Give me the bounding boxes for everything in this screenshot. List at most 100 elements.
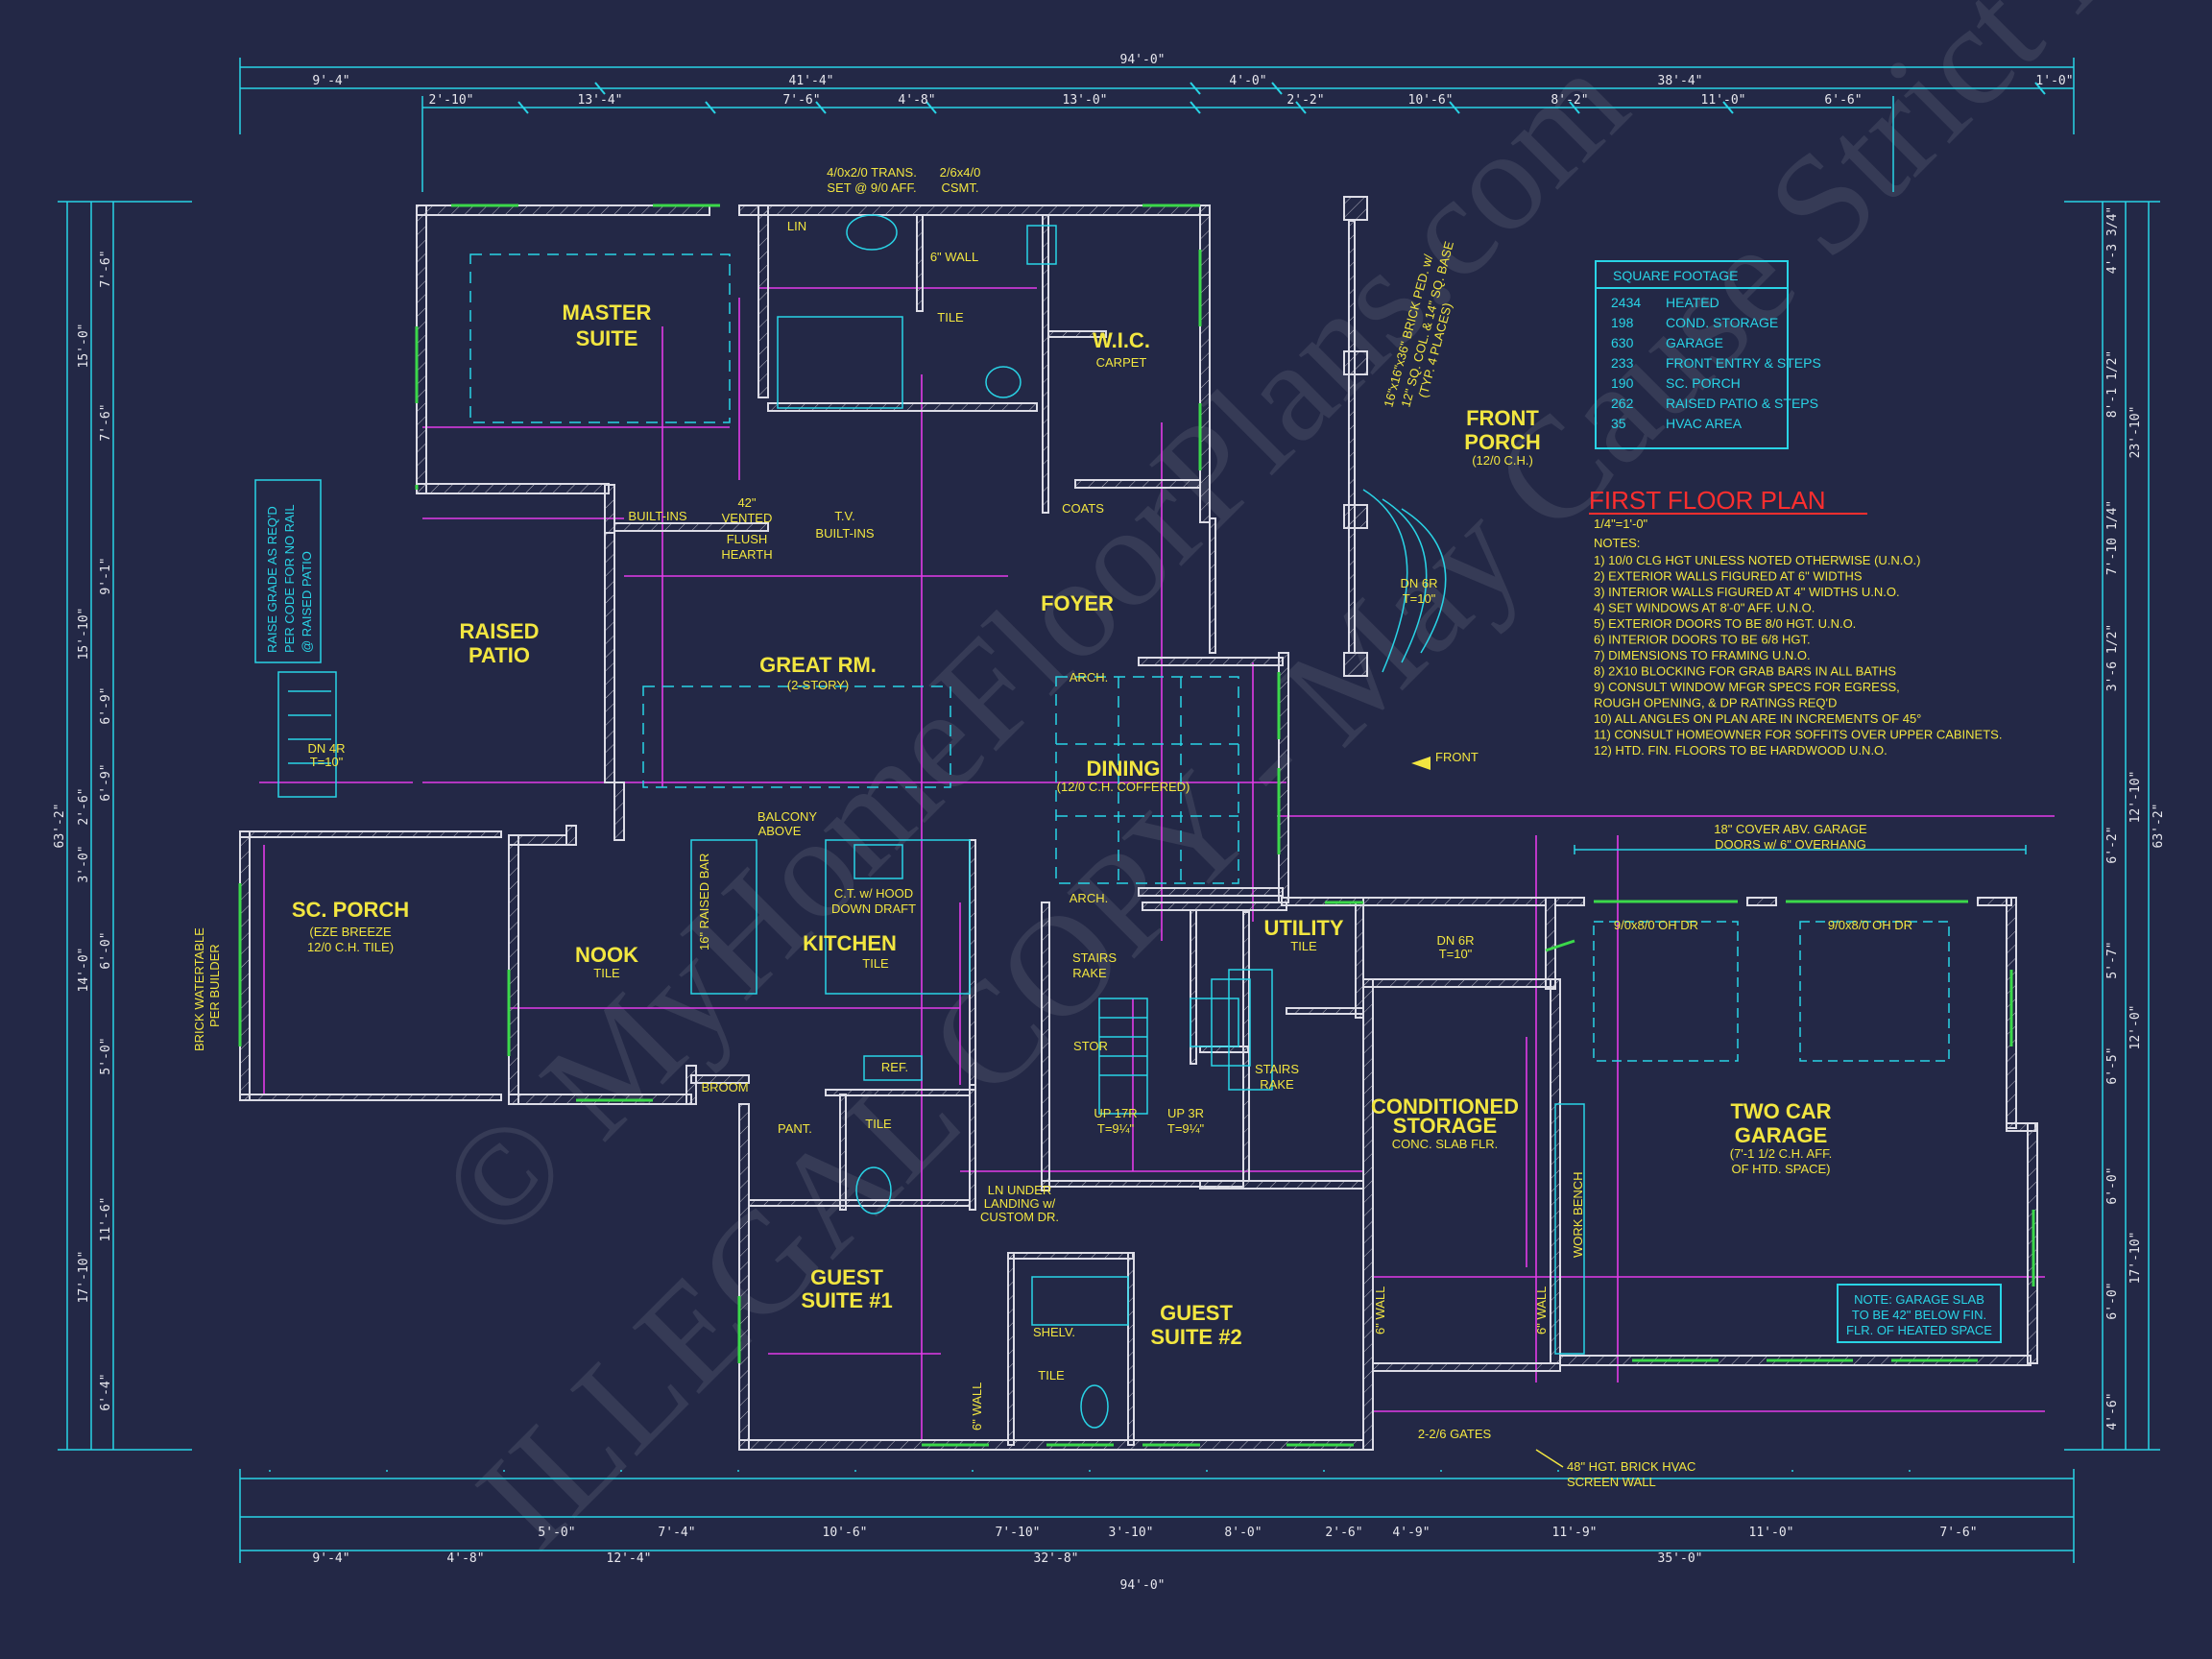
callout-work-bench: WORK BENCH bbox=[1571, 1171, 1585, 1258]
dim-left-3-8: 6'-4" bbox=[99, 1373, 113, 1410]
room-kitchen: KITCHEN bbox=[803, 931, 897, 955]
room-cond-storage-sub: CONC. SLAB FLR. bbox=[1392, 1137, 1499, 1151]
dim-right-3-2: 7'-10 1/4" bbox=[2105, 500, 2120, 575]
room-garage-sub-1: (7'-1 1/2 C.H. AFF. bbox=[1730, 1146, 1833, 1161]
dim-left-3-2: 9'-1" bbox=[99, 557, 113, 594]
dim-top-2-3: 38'-4" bbox=[1658, 74, 1703, 88]
callout-dn6r-util-2: T=10" bbox=[1439, 947, 1473, 961]
dim-bot-3-3: 7'-10" bbox=[996, 1526, 1041, 1540]
room-sc-porch: SC. PORCH bbox=[292, 898, 409, 922]
dim-bot-3-7: 4'-9" bbox=[1392, 1526, 1430, 1540]
callout-6-wall-a: 6" WALL bbox=[1373, 1286, 1387, 1334]
callout-fireplace-2: VENTED bbox=[722, 511, 773, 525]
callout-brick-hvac-2: SCREEN WALL bbox=[1567, 1475, 1656, 1489]
callout-garage-cover-1: 18" COVER ABV. GARAGE bbox=[1714, 822, 1867, 836]
dim-right-3-6: 6'-5" bbox=[2105, 1046, 2120, 1084]
dim-right-2-3: 17'-10" bbox=[2128, 1232, 2143, 1285]
callout-oh-dr-1: 9/0x8/0 OH DR bbox=[1614, 918, 1698, 932]
dim-bot-2-0: 9'-4" bbox=[312, 1551, 349, 1566]
dim-top-3-9: 6'-6" bbox=[1824, 93, 1862, 108]
dim-bot-3-10: 7'-6" bbox=[1939, 1526, 1977, 1540]
room-front-porch-2: PORCH bbox=[1464, 430, 1540, 454]
callout-oh-dr-2: 9/0x8/0 OH DR bbox=[1828, 918, 1912, 932]
dim-left-2-0: 15'-0" bbox=[77, 324, 91, 369]
room-nook: NOOK bbox=[575, 943, 638, 967]
dim-top-3-2: 7'-6" bbox=[782, 93, 820, 108]
dim-left-3-6: 5'-0" bbox=[99, 1037, 113, 1074]
note-item: 1) 10/0 CLG HGT UNLESS NOTED OTHERWISE (… bbox=[1594, 553, 1920, 567]
room-sc-porch-sub-1: (EZE BREEZE bbox=[309, 925, 392, 939]
dim-right-3-5: 5'-7" bbox=[2105, 941, 2120, 978]
fixtures bbox=[277, 214, 2027, 1429]
callout-up17-1: UP 17R bbox=[1094, 1106, 1137, 1120]
callout-dn6r-2: T=10" bbox=[1403, 591, 1436, 606]
callout-fireplace-3: FLUSH bbox=[727, 532, 768, 546]
note-item: ROUGH OPENING, & DP RATINGS REQ'D bbox=[1594, 696, 1837, 710]
room-guest-2-b: SUITE #2 bbox=[1150, 1325, 1241, 1349]
dim-right-3-9: 4'-6" bbox=[2105, 1392, 2120, 1430]
callout-watertable-1: BRICK WATERTABLE bbox=[192, 927, 206, 1051]
dim-right-3-3: 3'-6 1/2" bbox=[2105, 624, 2120, 691]
callout-arch-2: ARCH. bbox=[1070, 891, 1108, 905]
room-raised-patio-2: PATIO bbox=[469, 643, 530, 667]
room-master-1: MASTER bbox=[563, 301, 652, 325]
dim-left-2-4: 14'-0" bbox=[77, 948, 91, 993]
callout-dn4r-1: DN 4R bbox=[307, 741, 345, 756]
callout-tv-1: T.V. bbox=[834, 509, 854, 523]
callout-6-wall-b: 6" WALL bbox=[1534, 1286, 1549, 1334]
callout-garage-note-2: TO BE 42" BELOW FIN. bbox=[1852, 1308, 1986, 1322]
room-balcony-2: ABOVE bbox=[758, 824, 802, 838]
sf-label: FRONT ENTRY & STEPS bbox=[1666, 355, 1821, 371]
dim-bot-2-4: 35'-0" bbox=[1658, 1551, 1703, 1566]
callout-shelv: SHELV. bbox=[1033, 1325, 1075, 1339]
dim-bot-3-6: 2'-6" bbox=[1325, 1526, 1362, 1540]
callout-csmt-top-2: CSMT. bbox=[942, 180, 979, 195]
callout-brick-hvac-1: 48" HGT. BRICK HVAC bbox=[1567, 1459, 1695, 1474]
room-cond-storage-1: CONDITIONED bbox=[1371, 1094, 1519, 1118]
dim-bot-2-2: 12'-4" bbox=[607, 1551, 652, 1566]
sf-label: HVAC AREA bbox=[1666, 416, 1743, 431]
note-item: 3) INTERIOR WALLS FIGURED AT 4" WIDTHS U… bbox=[1594, 585, 1900, 599]
dim-top-3-0: 2'-10" bbox=[429, 93, 474, 108]
callout-dn6r-1: DN 6R bbox=[1400, 576, 1437, 590]
room-coats: COATS bbox=[1062, 501, 1104, 516]
dim-top-2-0: 9'-4" bbox=[312, 74, 349, 88]
note-item: 11) CONSULT HOMEOWNER FOR SOFFITS OVER U… bbox=[1594, 728, 2002, 742]
callout-6-wall-d: 6" WALL bbox=[930, 250, 978, 264]
room-wic-sub: CARPET bbox=[1096, 355, 1147, 370]
watermark-group: © MyHomeFloorPlans.com ILLEGAL COPY - Ma… bbox=[409, 0, 2212, 1577]
sf-value: 2434 bbox=[1611, 295, 1641, 310]
room-guest-1-a: GUEST bbox=[810, 1265, 883, 1289]
callout-raise-grade-1: RAISE GRADE AS REQ'D bbox=[265, 506, 279, 653]
dim-top-2-2: 4'-0" bbox=[1229, 74, 1266, 88]
callout-built-ins: BUILT-INS bbox=[628, 509, 686, 523]
dim-bot-2-3: 32'-8" bbox=[1034, 1551, 1079, 1566]
callout-stairs-rake-4: RAKE bbox=[1260, 1077, 1294, 1092]
room-front-porch-sub: (12/0 C.H.) bbox=[1472, 453, 1533, 468]
sf-header: SQUARE FOOTAGE bbox=[1613, 268, 1738, 283]
dim-left-3-0: 7'-6" bbox=[99, 250, 113, 287]
sf-value: 262 bbox=[1611, 396, 1634, 411]
dim-left-3-5: 6'-0" bbox=[99, 931, 113, 969]
sf-label: RAISED PATIO & STEPS bbox=[1666, 396, 1818, 411]
dim-bot-3-8: 11'-9" bbox=[1552, 1526, 1598, 1540]
room-wic: W.I.C. bbox=[1093, 328, 1150, 352]
note-item: 10) ALL ANGLES ON PLAN ARE IN INCREMENTS… bbox=[1594, 711, 1921, 726]
room-sc-porch-sub-2: 12/0 C.H. TILE) bbox=[307, 940, 394, 954]
dim-overall-bottom: 94'-0" bbox=[1120, 1578, 1166, 1593]
dim-overall-top: 94'-0" bbox=[1120, 53, 1166, 67]
callout-ct-hood-2: DOWN DRAFT bbox=[831, 902, 916, 916]
sf-value: 198 bbox=[1611, 315, 1634, 330]
dim-right-2-1: 12'-10" bbox=[2128, 771, 2143, 824]
room-utility-sub: TILE bbox=[1290, 939, 1317, 953]
dim-top-2-1: 41'-4" bbox=[789, 74, 834, 88]
callout-6-wall-c: 6" WALL bbox=[970, 1382, 984, 1431]
sf-label: SC. PORCH bbox=[1666, 375, 1741, 391]
dim-bot-3-9: 11'-0" bbox=[1749, 1526, 1794, 1540]
dim-top-3-1: 13'-4" bbox=[578, 93, 623, 108]
room-garage-sub-2: OF HTD. SPACE) bbox=[1731, 1162, 1830, 1176]
callout-gates: 2-2/6 GATES bbox=[1418, 1427, 1492, 1441]
sf-label: GARAGE bbox=[1666, 335, 1723, 350]
room-ref: REF. bbox=[881, 1060, 908, 1074]
room-guest-2-a: GUEST bbox=[1160, 1301, 1233, 1325]
